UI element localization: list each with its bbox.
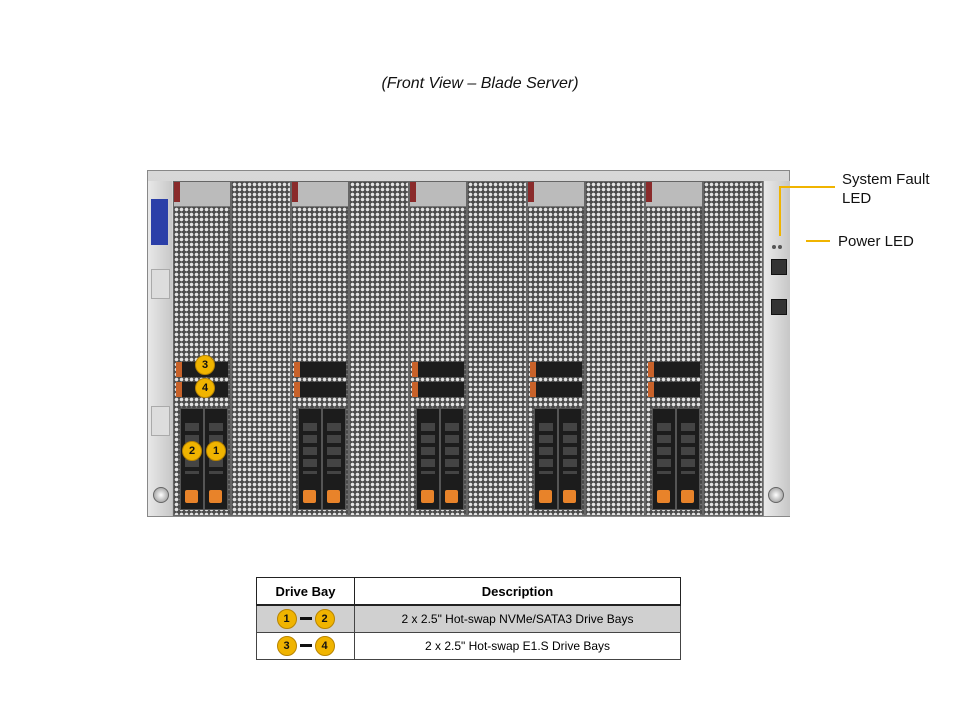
e1s-drive-bay[interactable]	[648, 362, 700, 377]
system-fault-led	[772, 245, 776, 249]
description-cell: 2 x 2.5" Hot-swap E1.S Drive Bays	[354, 632, 681, 660]
power-led-label: Power LED	[838, 233, 914, 250]
drive-release-button[interactable]	[539, 490, 552, 503]
badge-icon: 3	[276, 636, 297, 656]
e1s-drive-bay[interactable]	[412, 382, 464, 397]
e1s-drive-bay[interactable]	[530, 362, 582, 377]
blank-panel	[585, 181, 645, 516]
nvme-drive-tray[interactable]	[416, 408, 440, 510]
fault-led-callout-line	[779, 186, 781, 236]
blade-latch[interactable]	[410, 182, 416, 202]
left-chassis-ear	[148, 181, 172, 516]
nvme-drive-tray[interactable]	[652, 408, 676, 510]
nvme-drive-tray[interactable]	[440, 408, 464, 510]
e1s-drive-bay[interactable]	[530, 382, 582, 397]
system-fault-led-label: System Fault LED	[842, 171, 930, 207]
blade-latch[interactable]	[292, 182, 298, 202]
drive-bay-badge-4: 4	[195, 378, 215, 398]
thumbscrew-icon	[153, 487, 169, 503]
server-blade	[645, 181, 703, 516]
nvme-drive-tray[interactable]	[534, 408, 558, 510]
blade-server-chassis	[147, 170, 790, 517]
blade-latch[interactable]	[528, 182, 534, 202]
badge-icon: 1	[276, 609, 297, 629]
drive-release-button[interactable]	[657, 490, 670, 503]
drive-release-button[interactable]	[327, 490, 340, 503]
figure-caption: (Front View – Blade Server)	[381, 75, 579, 92]
blade-top-panel	[292, 182, 348, 207]
blank-panel	[467, 181, 527, 516]
e1s-drive-bay[interactable]	[294, 382, 346, 397]
blade-latch[interactable]	[174, 182, 180, 202]
ear-label	[151, 406, 170, 436]
blade-top-panel	[410, 182, 466, 207]
blank-panel	[349, 181, 409, 516]
e1s-drive-bay[interactable]	[412, 362, 464, 377]
drive-bay-badge-1: 1	[206, 441, 226, 461]
server-blade	[173, 181, 231, 516]
drive-release-button[interactable]	[185, 490, 198, 503]
e1s-drive-bay[interactable]	[294, 362, 346, 377]
server-blade	[409, 181, 467, 516]
drive-release-button[interactable]	[421, 490, 434, 503]
description-cell: 2 x 2.5" Hot-swap NVMe/SATA3 Drive Bays	[354, 604, 681, 633]
network-port-icon	[771, 299, 787, 315]
blade-top-panel	[646, 182, 702, 207]
ear-label	[151, 269, 170, 299]
power-led-callout-line	[806, 240, 830, 242]
column-header-description: Description	[354, 577, 681, 606]
nvme-drive-tray[interactable]	[676, 408, 700, 510]
blade-top-panel	[528, 182, 584, 207]
drive-bay-badge-3: 3	[195, 355, 215, 375]
blank-panel	[231, 181, 291, 516]
power-led	[778, 245, 782, 249]
thumbscrew-icon	[768, 487, 784, 503]
badge-icon: 4	[314, 636, 335, 656]
drive-bay-badge-2: 2	[182, 441, 202, 461]
nvme-drive-tray[interactable]	[558, 408, 582, 510]
blade-top-panel	[174, 182, 230, 207]
nvme-drive-tray[interactable]	[322, 408, 346, 510]
drive-release-button[interactable]	[563, 490, 576, 503]
e1s-drive-bay[interactable]	[648, 382, 700, 397]
drive-release-button[interactable]	[445, 490, 458, 503]
drive-release-button[interactable]	[209, 490, 222, 503]
network-port-icon	[771, 259, 787, 275]
fault-led-callout-line	[779, 186, 835, 188]
chassis-management-module	[763, 181, 790, 516]
column-header-drive-bay: Drive Bay	[256, 577, 355, 606]
blade-latch[interactable]	[646, 182, 652, 202]
server-blade	[527, 181, 585, 516]
drive-release-button[interactable]	[681, 490, 694, 503]
superblade-logo	[151, 199, 168, 245]
nvme-drive-tray[interactable]	[298, 408, 322, 510]
drive-release-button[interactable]	[303, 490, 316, 503]
badge-icon: 2	[314, 609, 335, 629]
server-blade	[291, 181, 349, 516]
blank-panel	[703, 181, 763, 516]
